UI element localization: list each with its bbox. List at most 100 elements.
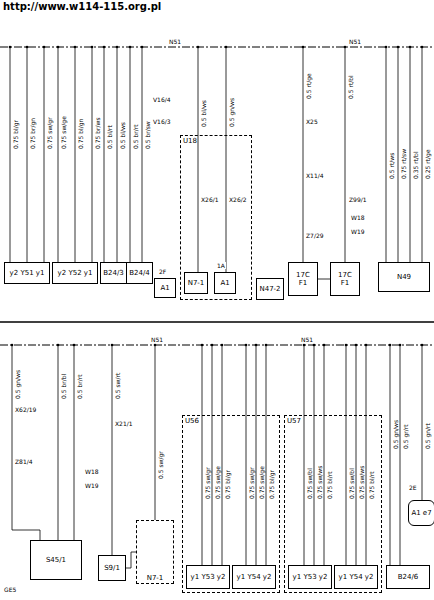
- component-box: B24/4: [126, 262, 153, 284]
- component-label: N7-1: [188, 279, 205, 287]
- wire-label: 0.5 rt/bl: [347, 74, 354, 100]
- component-label: N49: [397, 273, 411, 281]
- panel-separator: [0, 321, 434, 323]
- component-label: A1: [220, 279, 229, 287]
- component-label: 17C: [296, 271, 310, 279]
- component-label: y1 Y53 y2: [293, 573, 328, 581]
- component-box: A1 e7: [408, 500, 434, 526]
- wire-label: 0.5 br/sw: [144, 120, 151, 150]
- component-label: A1 e7: [411, 509, 431, 517]
- component-label: N47-2: [259, 285, 280, 293]
- wire-label: 0.75 bl/gn: [77, 118, 84, 150]
- component-label: y1 Y54 y2: [339, 573, 374, 581]
- component-label: S45/1: [46, 556, 66, 564]
- wire-label: 0.75 sw/ge: [60, 115, 67, 150]
- component-label: U57: [287, 417, 301, 425]
- wire: [12, 345, 422, 565]
- component-box: N47-2: [256, 278, 284, 300]
- wire-label: 0.75 sw/ge: [258, 465, 265, 500]
- wire-label: 0.5 gn/ws: [392, 419, 399, 450]
- component-label: 17C: [338, 271, 352, 279]
- component-label: B24/3: [103, 269, 124, 277]
- wire-label: 0.75 sw/bl: [348, 467, 355, 500]
- part-label: X62/19: [14, 406, 37, 413]
- part-label: X26/2: [228, 196, 248, 203]
- component-label: N7-1: [147, 574, 164, 582]
- component-box: y1 Y54 y2: [334, 565, 378, 589]
- component-label: y1 Y53 y2: [191, 573, 226, 581]
- component-label: y2 Y51 y1: [10, 269, 45, 277]
- part-label: Z81/4: [14, 458, 34, 465]
- component-label: S9/1: [104, 564, 120, 572]
- wire-label: 0.5 rt/ge: [305, 72, 312, 100]
- part-label: N51: [168, 38, 182, 45]
- wire-label: 0.5 bl/rt: [106, 124, 113, 150]
- part-label: V16/4: [152, 96, 172, 103]
- component-box: y1 Y54 y2: [232, 565, 276, 589]
- component-box: y2 Y51 y1: [4, 262, 50, 284]
- part-label: W19: [84, 482, 100, 489]
- component-box: 17CF1: [330, 262, 360, 296]
- component-box: y1 Y53 y2: [186, 565, 230, 589]
- part-label: N51: [300, 336, 314, 343]
- wire-label: 0.75 bl/rt: [326, 470, 333, 500]
- part-label: Z99/1: [348, 196, 368, 203]
- junction-dots: [9, 46, 424, 347]
- part-label: 2E: [408, 484, 418, 491]
- component-label: y1 Y54 y2: [237, 573, 272, 581]
- dashed-group-box: N7-1: [136, 520, 174, 584]
- component-label: y2 Y52 y1: [58, 269, 93, 277]
- wire-label: 0.75 sw/ge: [214, 465, 221, 500]
- part-label: 2F: [158, 268, 167, 275]
- wire: [10, 47, 422, 272]
- wire-label: 0.5 bl/ws: [200, 99, 207, 128]
- wire-label: 0.25 rt/ge: [424, 148, 431, 180]
- component-label: F1: [299, 279, 307, 287]
- component-box: 17CF1: [288, 262, 318, 296]
- wire-label: 0.5 gn/rt: [424, 422, 431, 450]
- component-label: U56: [185, 417, 199, 425]
- part-label: W18: [84, 468, 100, 475]
- wire-label: 0.75 rt/sw: [400, 148, 407, 180]
- part-label: X25: [305, 118, 319, 125]
- wire-connector: [126, 552, 136, 568]
- part-label: N51: [348, 38, 362, 45]
- wire-label: 0.75 sw/ws: [316, 465, 323, 500]
- component-box: S9/1: [98, 555, 126, 581]
- component-box: N7-1: [184, 272, 208, 294]
- wire-label: 0.75 sw/ws: [358, 465, 365, 500]
- component-box: y2 Y52 y1: [52, 262, 98, 284]
- dashed-group-box: U56 y1 Y53 y2 y1 Y54 y2: [182, 415, 280, 593]
- component-label: B24/4: [129, 269, 150, 277]
- wire-label: 0.75 sw/gr: [204, 466, 211, 500]
- component-box: y1 Y53 y2: [288, 565, 332, 589]
- wire-label: 0.5 gr/rt: [402, 423, 409, 450]
- part-label: GE5: [3, 586, 17, 593]
- wire-label: 0.75 bl/rt: [368, 470, 375, 500]
- wire-label: 0.75 sw/gr: [248, 466, 255, 500]
- part-label: W18: [350, 214, 366, 221]
- component-box: A1: [214, 272, 236, 294]
- part-label: X21/1: [114, 420, 134, 427]
- wire-label: 0.75 bl/gr: [268, 469, 275, 500]
- component-box: S45/1: [30, 540, 82, 580]
- wire-label: 0.35 rt/bl: [412, 150, 419, 180]
- component-label: U18: [183, 137, 197, 145]
- watermark: http://www.w114-115.org.pl: [2, 1, 162, 12]
- wire-label: 0.5 br/bl: [60, 373, 67, 400]
- part-label: 1A: [216, 262, 226, 269]
- part-label: N51: [150, 336, 164, 343]
- wire-label: 0.5 rt/ws: [388, 152, 395, 180]
- wire-label: 0.5 br/rt: [76, 373, 83, 400]
- component-label: F1: [341, 279, 349, 287]
- dashed-group-box: U18N7-1 A1: [180, 135, 252, 300]
- wire-label: 0.5 bl/ws: [119, 121, 126, 150]
- wire-label: 0.5 br/rt: [132, 123, 139, 150]
- wire-label: 0.5 sw/rt: [114, 372, 121, 400]
- component-box: A1: [154, 278, 176, 298]
- dashed-group-box: U57 y1 Y53 y2 y1 Y54 y2: [284, 415, 382, 593]
